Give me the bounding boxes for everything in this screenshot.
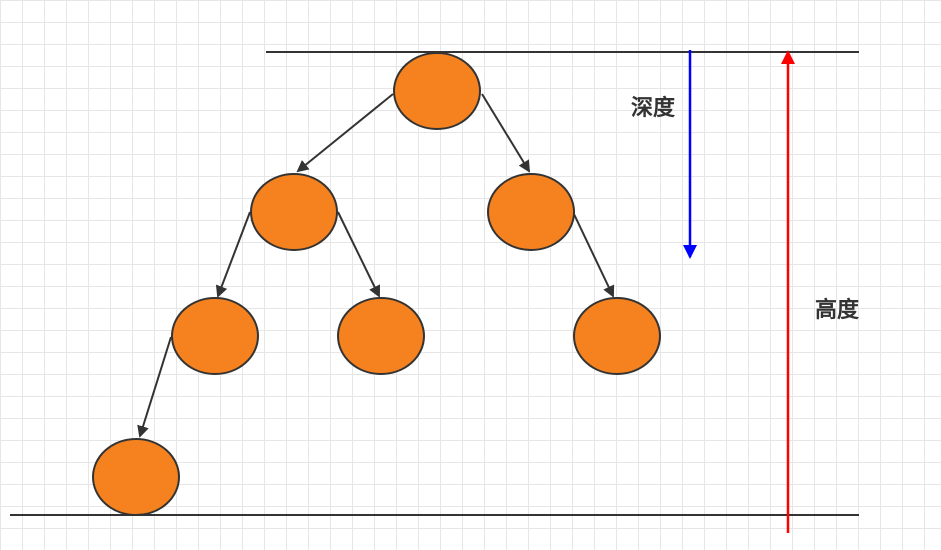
- tree-node-root: [393, 52, 481, 130]
- tree-node-l3-leaf: [92, 438, 180, 516]
- tree-node-l1-right: [487, 173, 575, 251]
- tree-node-l2-left-right: [337, 297, 425, 375]
- tree-node-l1-left: [250, 173, 338, 251]
- edge-l1-right-to-l2-right-right: [572, 211, 615, 298]
- edge-l1-left-to-l2-left-left: [215, 211, 251, 298]
- edge-root-to-l1-left: [296, 93, 394, 173]
- height-label: 高度: [815, 297, 860, 323]
- tree-node-l2-left-left: [171, 297, 259, 375]
- edge-root-to-l1-right: [481, 93, 531, 173]
- tree-node-l2-right-right: [573, 297, 661, 375]
- edge-l1-left-to-l2-left-right: [337, 211, 381, 298]
- edge-l2-left-left-to-l3-leaf: [137, 336, 172, 438]
- depth-label: 深度: [631, 95, 676, 121]
